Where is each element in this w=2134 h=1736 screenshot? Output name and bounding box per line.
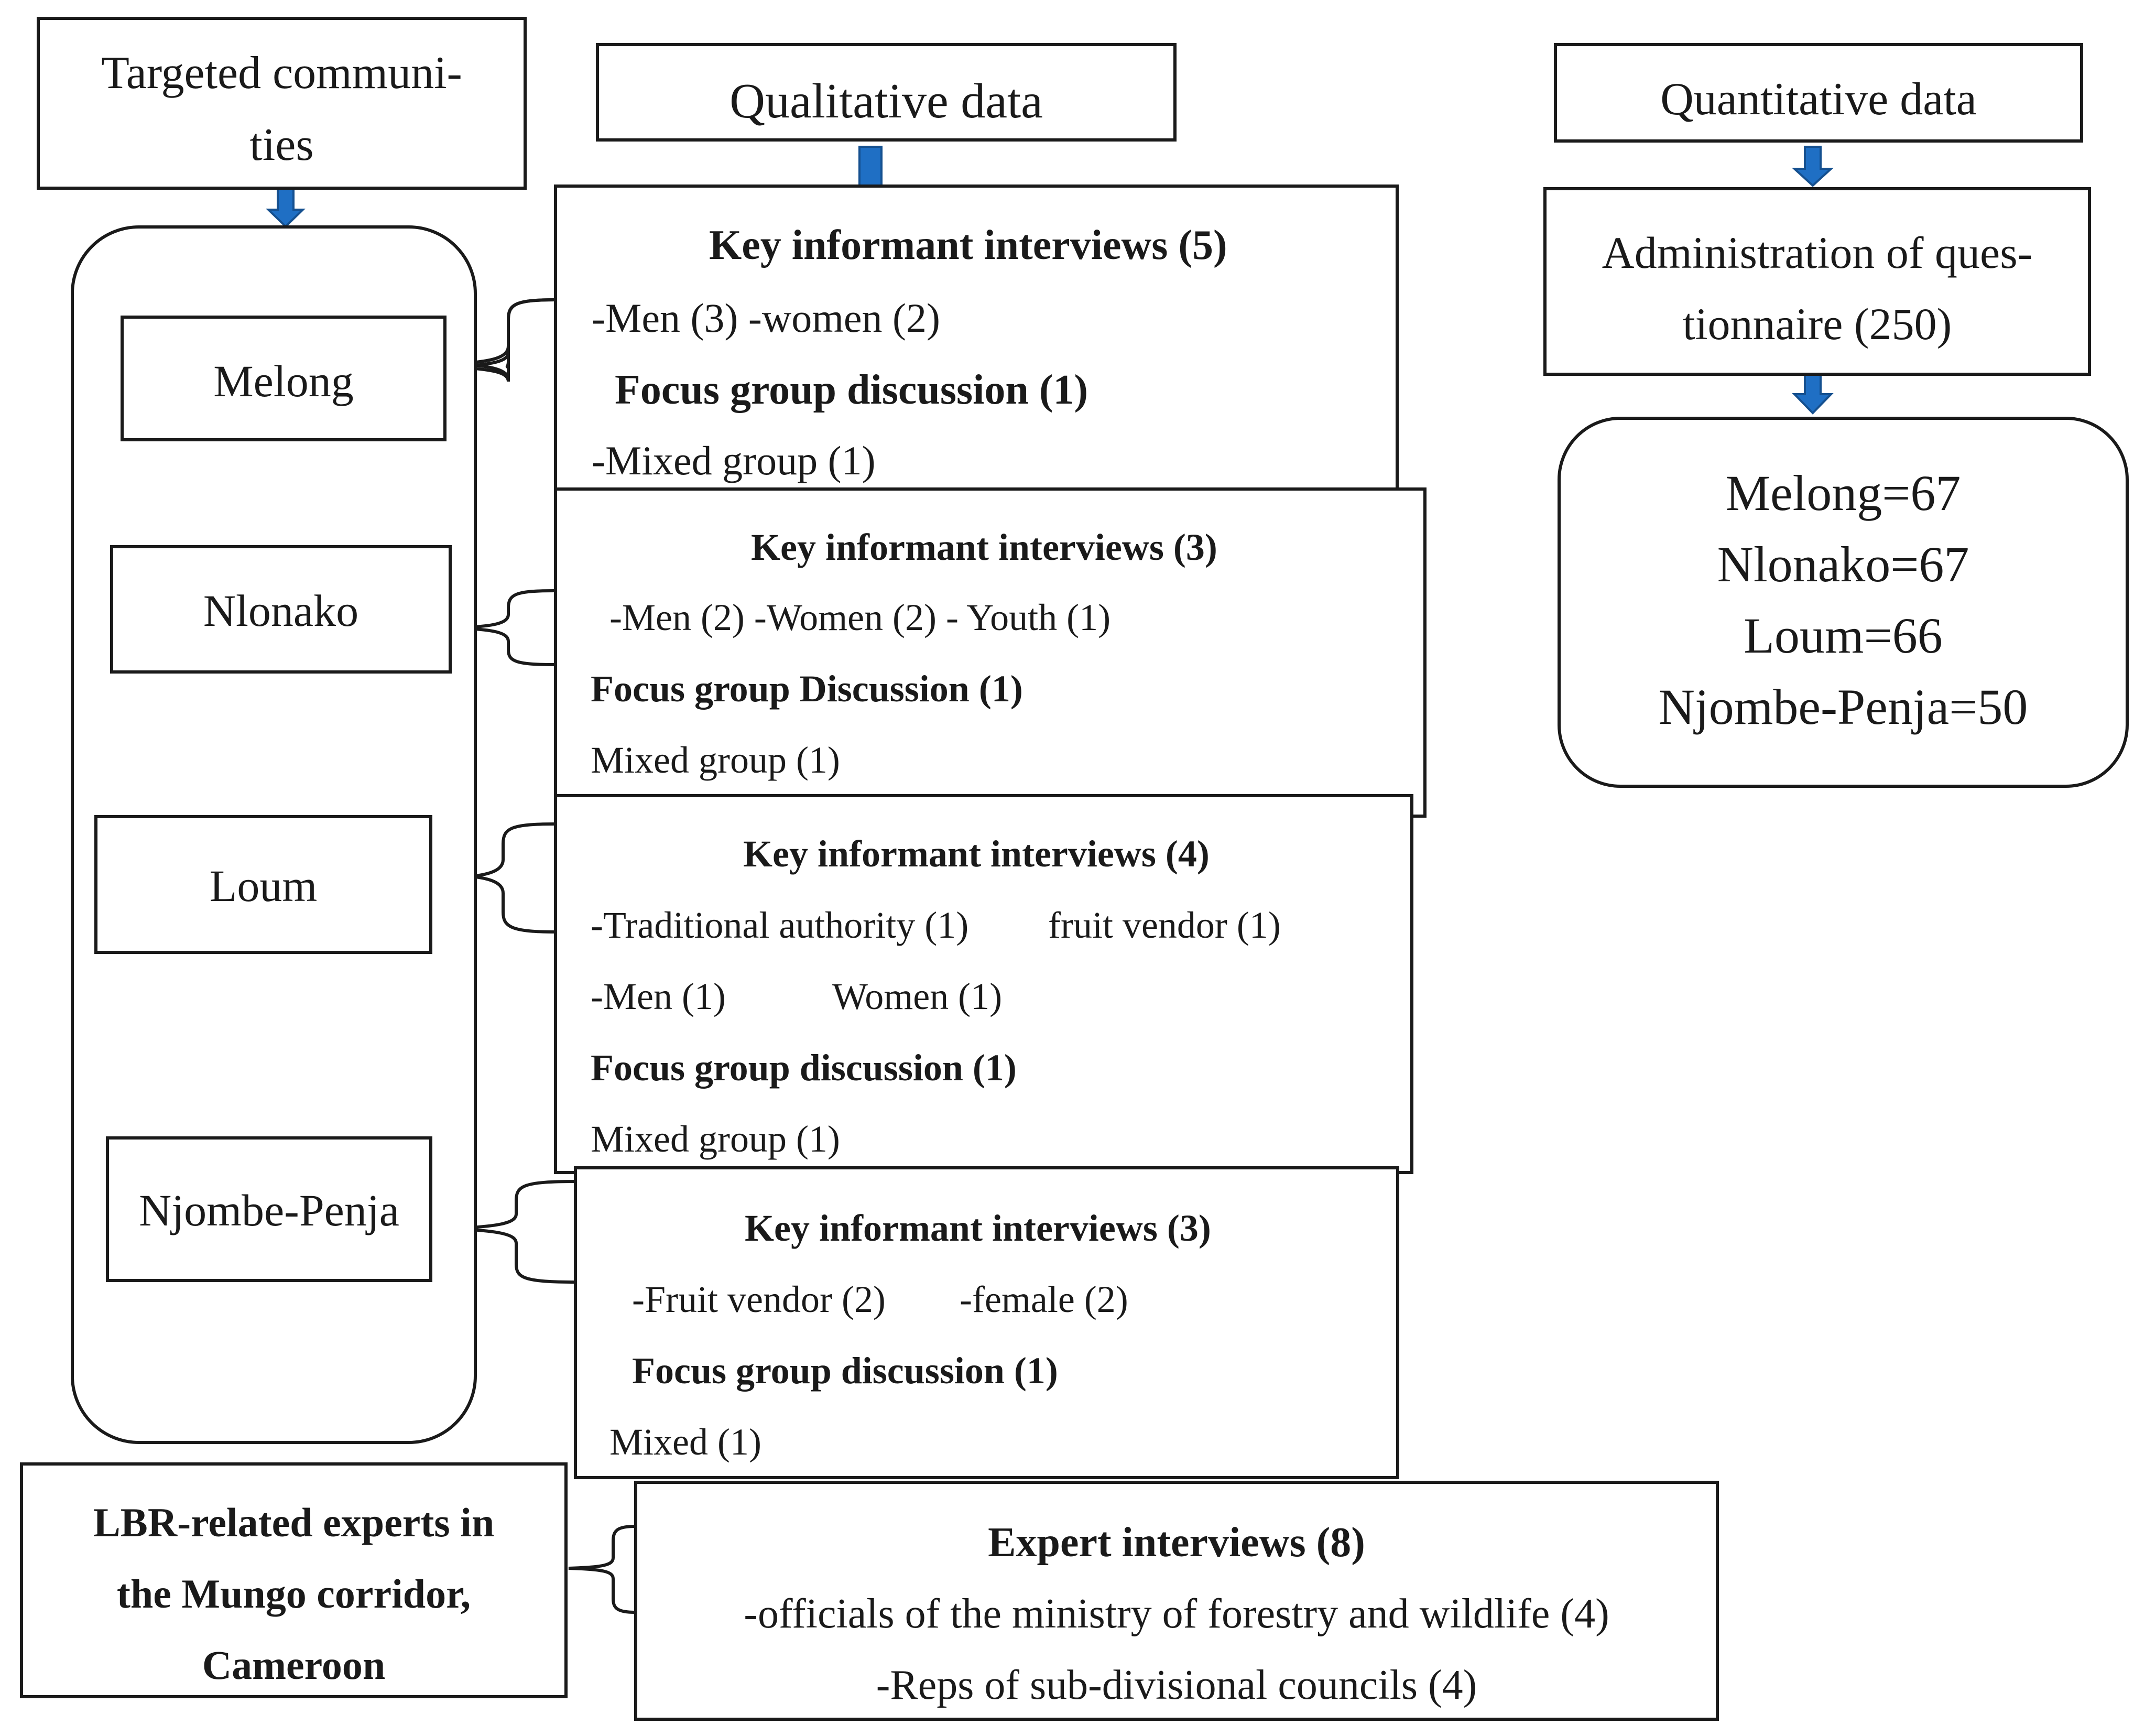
arrow-questionnaire — [1792, 372, 1834, 415]
community-njombe-penja: Njombe-Penja — [106, 1136, 432, 1282]
sample-nlonako: Nlonako=67 — [1717, 536, 1969, 592]
qualitative-data-header: Qualitative data — [596, 43, 1177, 142]
sample-sizes-box: Melong=67 Nlonako=67 Loum=66 Njombe-Penj… — [1558, 417, 2129, 788]
loum-kii-detail-1b: fruit vendor (1) — [1048, 904, 1281, 946]
qualitative-header-label: Qualitative data — [730, 74, 1043, 128]
questionnaire-box: Administration of ques- tionnaire (250) — [1543, 187, 2091, 376]
community-nlonako: Nlonako — [110, 545, 452, 674]
nlonako-qualitative-box: Key informant interviews (3) -Men (2) -W… — [554, 487, 1427, 818]
njombe-fgd-heading: Focus group discussion (1) — [632, 1350, 1058, 1392]
sample-loum: Loum=66 — [1744, 607, 1943, 664]
sample-melong: Melong=67 — [1725, 465, 1961, 521]
targeted-header-line1: Targeted communi- — [101, 48, 462, 99]
arrow-targeted — [266, 183, 306, 228]
community-nlonako-label: Nlonako — [203, 585, 359, 636]
experts-label-box: LBR-related experts in the Mungo corrido… — [20, 1462, 568, 1698]
quantitative-data-header: Quantitative data — [1554, 43, 2083, 143]
melong-fgd-detail: -Mixed group (1) — [592, 438, 876, 483]
melong-kii-detail: -Men (3) -women (2) — [592, 295, 940, 341]
community-njombe-penja-label: Njombe-Penja — [139, 1185, 399, 1235]
njombe-kii-heading: Key informant interviews (3) — [745, 1207, 1211, 1249]
nlonako-kii-heading: Key informant interviews (3) — [751, 526, 1217, 568]
melong-fgd-heading: Focus group discussion (1) — [615, 367, 1088, 413]
expert-interviews-heading: Expert interviews (8) — [988, 1520, 1365, 1566]
loum-kii-detail-2a: -Men (1) — [591, 975, 726, 1017]
loum-kii-detail-1a: -Traditional authority (1) — [591, 904, 969, 946]
experts-label-line2: the Mungo corridor, — [116, 1571, 471, 1616]
brace-experts — [568, 1525, 636, 1614]
targeted-communities-header: Targeted communi- ties — [37, 17, 527, 190]
questionnaire-line2: tionnaire (250) — [1682, 299, 1952, 349]
njombe-kii-detail-1a: -Fruit vendor (2) — [632, 1278, 886, 1320]
njombe-penja-qualitative-box: Key informant interviews (3) -Fruit vend… — [574, 1166, 1399, 1479]
expert-interviews-line2: -Reps of sub-divisional councils (4) — [876, 1662, 1477, 1708]
arrow-quantitative — [1791, 146, 1834, 187]
expert-interviews-line1: -officials of the ministry of forestry a… — [744, 1591, 1609, 1637]
expert-interviews-box: Expert interviews (8) -officials of the … — [634, 1481, 1719, 1721]
nlonako-fgd-detail: Mixed group (1) — [591, 739, 840, 781]
melong-kii-heading: Key informant interviews (5) — [709, 222, 1227, 268]
loum-fgd-heading: Focus group discussion (1) — [591, 1047, 1017, 1089]
njombe-kii-detail-1b: -female (2) — [960, 1278, 1128, 1320]
nlonako-fgd-heading: Focus group Discussion (1) — [591, 668, 1023, 710]
community-melong-label: Melong — [213, 356, 354, 406]
melong-qualitative-box: Key informant interviews (5) -Men (3) -w… — [554, 185, 1399, 493]
targeted-header-line2: ties — [249, 120, 314, 170]
brace-loum — [471, 822, 556, 934]
experts-label-line3: Cameroon — [202, 1642, 386, 1688]
questionnaire-line1: Administration of ques- — [1602, 227, 2033, 278]
nlonako-kii-detail: -Men (2) -Women (2) - Youth (1) — [609, 596, 1111, 638]
loum-kii-heading: Key informant interviews (4) — [743, 833, 1210, 875]
community-loum: Loum — [94, 815, 432, 954]
community-loum-label: Loum — [209, 861, 318, 911]
loum-kii-detail-2b: Women (1) — [832, 975, 1003, 1017]
loum-qualitative-box: Key informant interviews (4) -Traditiona… — [554, 794, 1413, 1174]
loum-fgd-detail: Mixed group (1) — [591, 1118, 840, 1160]
community-melong: Melong — [121, 316, 447, 441]
quantitative-header-label: Quantitative data — [1660, 74, 1977, 125]
njombe-fgd-detail: Mixed (1) — [609, 1421, 761, 1463]
experts-label-line1: LBR-related experts in — [93, 1500, 495, 1545]
sample-njombe-penja: Njombe-Penja=50 — [1658, 679, 2028, 735]
